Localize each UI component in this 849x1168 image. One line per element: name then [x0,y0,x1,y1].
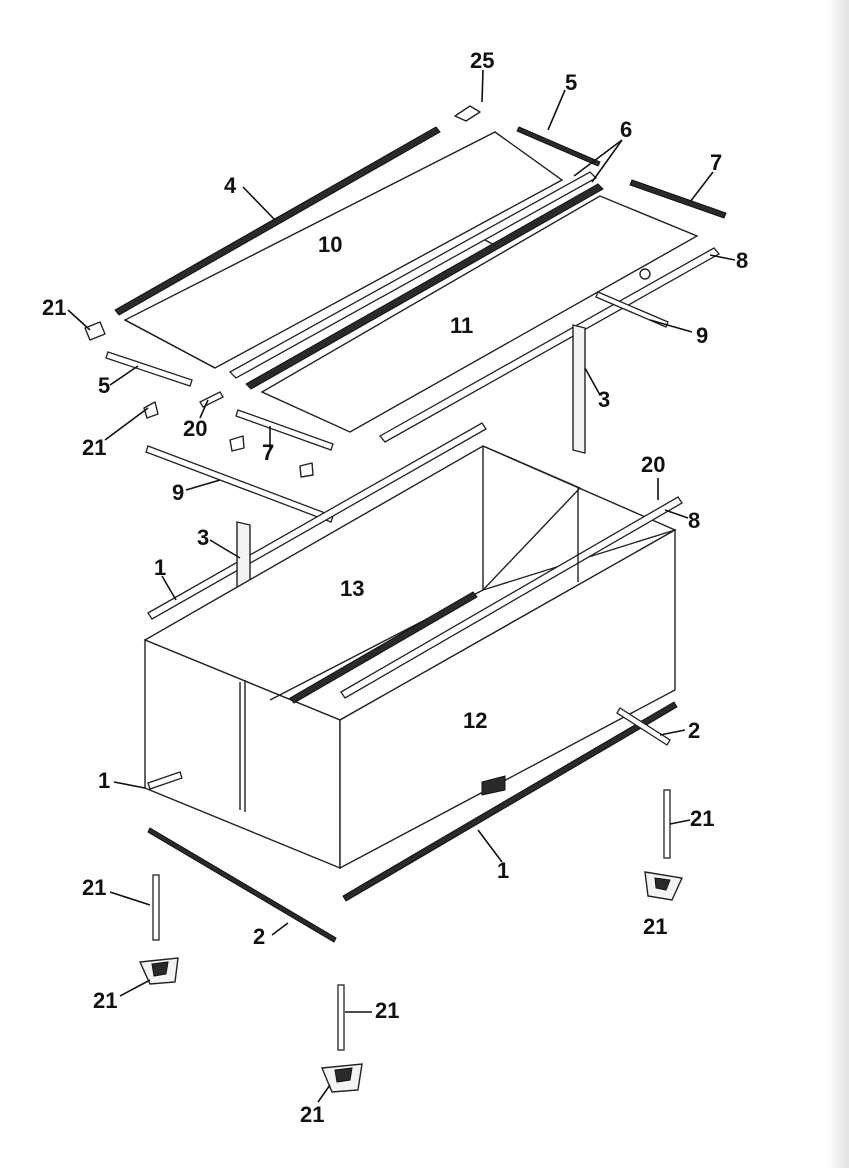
label-21-center-foot: 21 [300,1102,324,1127]
foot-left [138,957,179,985]
label-8-right: 8 [688,508,700,533]
foot-center [320,1063,363,1093]
part-7-rail-top [629,179,727,219]
box-body [143,445,683,870]
leader-lines [67,69,736,1103]
label-9-top: 9 [696,323,708,348]
label-12: 12 [463,708,487,733]
label-2-bottom: 2 [253,924,265,949]
page-edge-shadow [827,0,849,1168]
label-7-top: 7 [710,150,722,175]
part-7-rail-lower [235,409,334,451]
part-9-rail-lower [145,445,334,523]
part-5-rail-left [105,351,193,387]
label-4: 4 [224,173,237,198]
label-21-top-left: 21 [42,295,66,320]
label-1-upper: 1 [154,555,166,580]
part-5-rail-top [516,126,601,167]
label-21-center-rod: 21 [375,998,399,1023]
box-bottom-fitting [481,775,506,796]
label-11: 11 [450,313,473,338]
leg-rod-left [152,874,160,941]
part-9-rail-top [595,291,669,328]
part-2-rail-right [616,707,671,746]
label-21-left: 21 [82,435,106,460]
label-1-bottom: 1 [497,858,509,883]
label-9-lower: 9 [172,480,184,505]
label-25: 25 [470,48,494,73]
leg-rod-right [663,789,671,859]
label-5-top: 5 [565,70,577,95]
lid-panel-11 [260,195,699,433]
label-3-left: 3 [197,525,209,550]
callout-labels: 25 5 6 7 4 10 8 21 11 9 5 3 20 21 7 20 9… [42,48,748,1127]
label-21-left-rod: 21 [82,875,106,900]
part-2-rail-bottom-left [147,827,337,943]
label-10: 10 [318,232,342,257]
foot-right [644,871,684,901]
label-20-right: 20 [641,452,665,477]
label-21-right-rod: 21 [690,806,714,831]
part-6-rails [228,171,604,390]
part-1-rail-bottom [342,701,678,902]
label-2-right: 2 [688,718,700,743]
part-3-upright-right [572,324,586,454]
label-1-left: 1 [98,768,110,793]
part-8-rail-top [379,247,720,443]
small-fittings [84,105,651,478]
label-8-top: 8 [736,248,748,273]
part-4-rail [114,126,441,316]
part-1-rail-left-stub [147,771,183,790]
part-1-rail-upper [147,422,487,620]
leg-rod-center [337,984,345,1051]
label-20-top: 20 [183,416,207,441]
label-13: 13 [340,576,364,601]
part-20-strip-top [199,391,224,408]
label-5-left: 5 [98,373,110,398]
label-3-right: 3 [598,387,610,412]
label-21-right-foot: 21 [643,914,667,939]
label-21-left-foot: 21 [93,988,117,1013]
label-6: 6 [620,117,632,142]
label-7-lower: 7 [262,440,274,465]
lid-panel-10 [123,131,564,369]
